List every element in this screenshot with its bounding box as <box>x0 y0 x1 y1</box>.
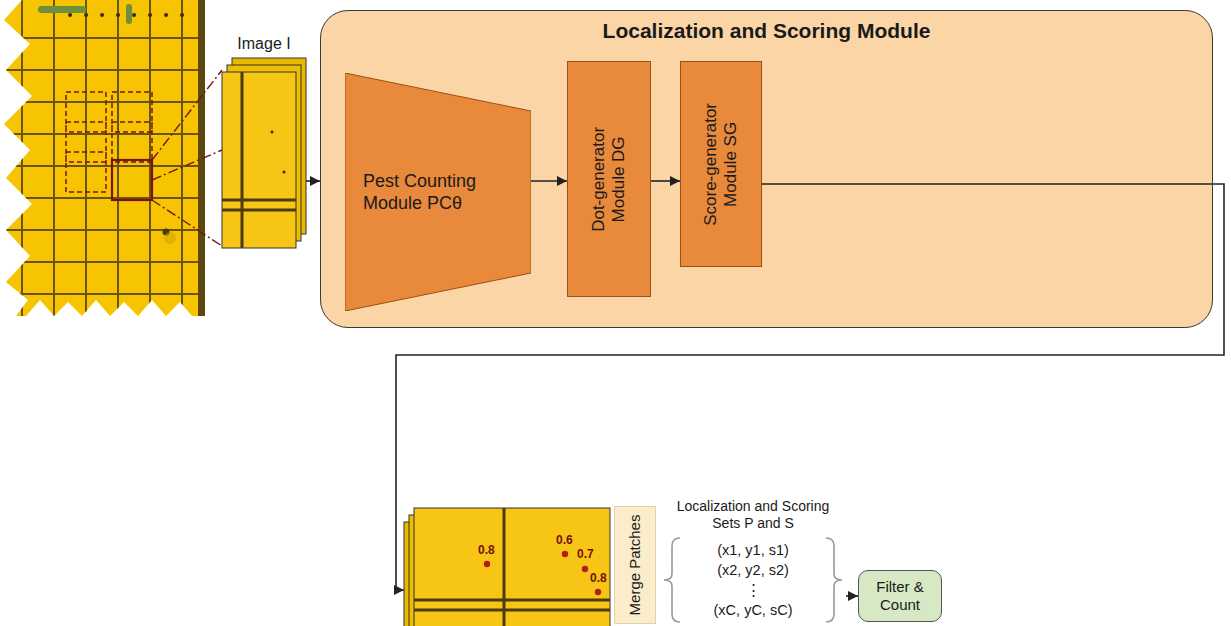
caterpillar <box>126 4 132 24</box>
image-patch-stack: Image I <box>222 34 306 248</box>
score-label: 0.6 <box>556 533 573 547</box>
image-label: Image I <box>222 34 306 54</box>
trapezoid-shape <box>345 73 531 311</box>
score-label: 0.7 <box>577 547 594 561</box>
patch-layer <box>414 508 610 626</box>
insect-spot <box>164 232 176 244</box>
box-label: Filter & Count <box>865 578 935 614</box>
trapezoid-fill <box>345 73 531 311</box>
detection-dot <box>595 589 601 595</box>
scored-patches <box>404 508 610 626</box>
set-entries: (x1, y1, s1)(x2, y2, s2)⋮(xC, yC, sC) <box>680 540 826 620</box>
module-title: Localization and Scoring Module <box>321 11 1212 43</box>
dot-generator-box: Dot-generator Module DG <box>567 61 651 297</box>
set-entry: (x1, y1, s1) <box>680 540 826 560</box>
merge-patches-box: Merge Patches <box>614 506 656 624</box>
score-generator-box: Score-generator Module SG <box>680 61 762 267</box>
trap-grid <box>0 0 215 320</box>
patch-dashed-squares <box>66 92 152 192</box>
right-brace <box>826 538 842 622</box>
trap-edge <box>198 0 206 320</box>
detection-dot <box>562 551 568 557</box>
module-name: Merge Patches <box>626 509 644 621</box>
detection-dot <box>582 566 588 572</box>
patch-selected-square <box>112 160 152 200</box>
output-set: Localization and Scoring Sets P and S (x1… <box>660 498 846 624</box>
connector-arrow <box>651 180 680 182</box>
module-container: Localization and Scoring ModulePest Coun… <box>320 10 1213 328</box>
score-label: 0.8 <box>478 543 495 557</box>
module-fill <box>320 10 1213 328</box>
score-label: 0.8 <box>590 571 607 585</box>
insect-speck <box>271 131 274 134</box>
module-name: Dot-generator Module DG <box>589 104 630 254</box>
set-entry: ⋮ <box>680 580 826 600</box>
sticky-trap-photo <box>0 0 215 320</box>
set-entry: (xC, yC, sC) <box>680 600 826 620</box>
pest-counting-trapezoid: Pest Counting Module PCθ <box>345 73 531 311</box>
connector-arrow <box>531 180 567 182</box>
detection-dot <box>484 561 490 567</box>
connector-arrow <box>846 595 858 597</box>
set-entry: (x2, y2, s2) <box>680 560 826 580</box>
patch-layer <box>222 72 296 248</box>
caterpillar <box>38 6 86 13</box>
image-patches <box>222 58 306 248</box>
patch-grid-line <box>414 508 610 626</box>
patch-grid-line <box>222 72 296 248</box>
module-name: Score-generator Module SG <box>701 89 742 239</box>
set-heading: Localization and Scoring Sets P and S <box>673 498 833 532</box>
insect-speck <box>283 171 286 174</box>
leader-line <box>152 70 222 246</box>
trap-grid-group <box>0 0 215 320</box>
trap-surface <box>4 0 205 316</box>
connector-arrow <box>306 180 320 182</box>
filter-count-box: Filter & Count <box>858 570 942 622</box>
scored-patch-stack: 0.8 0.6 0.7 0.8 <box>404 508 610 626</box>
left-brace <box>664 538 680 622</box>
module-name: Pest Counting Module PCθ <box>363 170 487 214</box>
